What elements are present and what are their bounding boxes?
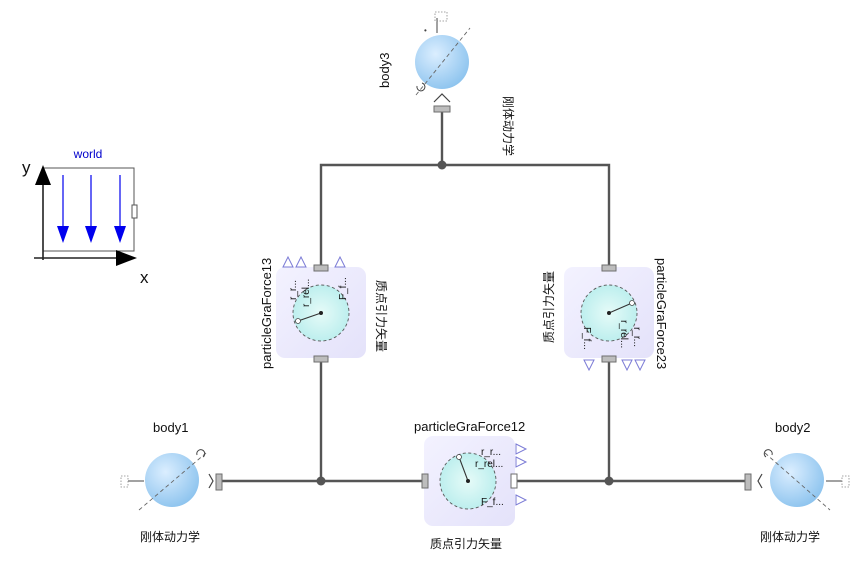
force23-component[interactable]: particleGraForce23 r_r... r_rel... F_f..… xyxy=(542,258,669,372)
body1-flange[interactable] xyxy=(215,473,223,491)
body1-description: 刚体动力学 xyxy=(140,529,200,544)
body3-flange[interactable] xyxy=(433,105,451,113)
force13-output-triangle[interactable] xyxy=(334,255,346,268)
x-axis-arrow-icon xyxy=(116,250,137,266)
force23-flange-b[interactable] xyxy=(601,355,617,363)
body3-chevron-icon xyxy=(433,93,451,103)
body2-rotation-icon xyxy=(763,449,773,458)
body2-diagonal xyxy=(764,452,831,511)
force13-port-label: r_rel... xyxy=(301,279,312,307)
force12-flange-b[interactable] xyxy=(510,473,518,489)
force23-description: 质点引力矢量 xyxy=(542,271,556,343)
force13-flange-b[interactable] xyxy=(313,355,329,363)
x-axis-label: x xyxy=(140,268,149,287)
force23-needle xyxy=(608,302,633,314)
force13-component[interactable]: particleGraForce13 r_r... r_rel... F_f..… xyxy=(259,255,388,369)
force13-output-triangle[interactable] xyxy=(282,255,294,268)
body1-frame-marker xyxy=(120,475,129,488)
y-axis-arrow-icon xyxy=(35,165,51,185)
body2-component[interactable]: body2 刚体动力学 xyxy=(744,420,850,544)
force23-flange-a[interactable] xyxy=(601,264,617,272)
body1-rotation-icon xyxy=(196,449,206,458)
force23-name: particleGraForce23 xyxy=(654,258,669,369)
body3-name: body3 xyxy=(377,53,392,88)
force23-output-triangle[interactable] xyxy=(621,359,633,372)
body2-description: 刚体动力学 xyxy=(760,529,820,544)
force12-output-triangle[interactable] xyxy=(515,494,528,506)
body3-description: 刚体动力学 xyxy=(501,96,516,156)
force12-description: 质点引力矢量 xyxy=(430,537,502,551)
force12-flange-a[interactable] xyxy=(421,473,429,489)
body3-rotation-icon xyxy=(416,82,426,92)
body1-name: body1 xyxy=(153,420,188,435)
body2-name: body2 xyxy=(775,420,810,435)
force23-center-dot xyxy=(607,311,611,315)
force13-port-label: r_r... xyxy=(288,280,299,300)
force23-output-triangle[interactable] xyxy=(583,359,595,372)
force23-port-label: r_rel... xyxy=(618,320,629,348)
body3-dot-icon: • xyxy=(424,26,427,35)
world-frame-connector[interactable] xyxy=(131,204,138,219)
wire-top-bus[interactable] xyxy=(319,163,611,265)
force12-needle xyxy=(458,456,469,482)
body3-diagonal xyxy=(415,27,471,96)
force13-mass-dot xyxy=(295,318,301,324)
force23-output-triangle[interactable] xyxy=(634,359,646,372)
force12-port-label: r_r... xyxy=(481,447,501,458)
force13-flange-a[interactable] xyxy=(313,264,329,272)
force13-center-dot xyxy=(319,311,323,315)
body1-component[interactable]: body1 刚体动力学 xyxy=(120,420,223,544)
junction-node xyxy=(604,476,614,486)
world-title: world xyxy=(73,147,103,161)
y-axis-label: y xyxy=(22,158,31,177)
force12-center-dot xyxy=(466,479,470,483)
force12-component[interactable]: particleGraForce12 r_r... r_rel... F_f..… xyxy=(414,419,528,551)
force13-port-label: F_f... xyxy=(338,277,349,300)
body1-diagonal xyxy=(138,452,207,511)
body1-sphere-icon xyxy=(145,453,199,507)
force23-port-label: r_r... xyxy=(631,327,642,347)
body3-component[interactable]: • body3 刚体动力学 xyxy=(377,11,516,156)
body2-sphere-icon xyxy=(770,453,824,507)
junction-node xyxy=(316,476,326,486)
body2-chevron-icon xyxy=(757,473,763,489)
force13-name: particleGraForce13 xyxy=(259,258,274,369)
force12-port-label: r_rel... xyxy=(475,459,503,470)
body3-frame-marker xyxy=(434,11,448,22)
force12-mass-dot xyxy=(456,454,462,460)
world-component[interactable]: world y x xyxy=(22,147,149,287)
connection-wires xyxy=(220,112,748,486)
force13-needle xyxy=(297,312,322,322)
force23-port-label: F_f... xyxy=(581,327,592,350)
force12-output-triangle[interactable] xyxy=(515,456,528,468)
force23-mass-dot xyxy=(629,300,635,306)
force13-output-triangle[interactable] xyxy=(295,255,307,268)
body2-frame-marker xyxy=(841,475,850,488)
junction-node xyxy=(437,160,447,170)
force12-name: particleGraForce12 xyxy=(414,419,525,434)
gravity-arrows-icon xyxy=(57,175,126,243)
force13-description: 质点引力矢量 xyxy=(374,280,388,352)
body3-sphere-icon xyxy=(415,35,469,89)
force12-port-label: F_f... xyxy=(481,497,504,508)
force12-output-triangle[interactable] xyxy=(515,443,528,455)
body2-flange[interactable] xyxy=(744,473,752,491)
body1-chevron-icon xyxy=(208,473,214,489)
